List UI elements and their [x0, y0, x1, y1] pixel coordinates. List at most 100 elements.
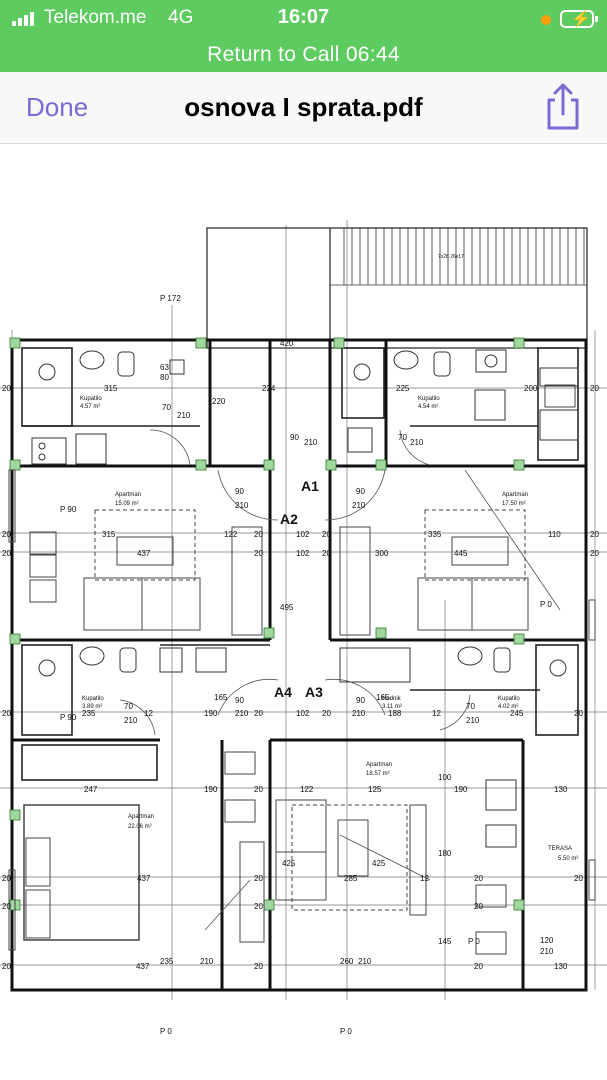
signal-icon [12, 12, 36, 26]
dimension: 210 [466, 716, 480, 725]
dimension: 495 [280, 603, 294, 612]
unit-label-a4: A4 [274, 684, 292, 700]
room-area: 18.57 m² [366, 771, 390, 777]
dimension: 90 [356, 696, 365, 705]
room-area: 22.06 m² [128, 824, 152, 830]
dimension: 315 [104, 384, 118, 393]
dimension: 20 [254, 874, 263, 883]
room-area: 4.54 m² [418, 404, 438, 410]
dimension: 210 [124, 716, 138, 725]
dimension: 130 [554, 962, 568, 971]
dimension: 245 [510, 709, 524, 718]
pdf-page-view[interactable]: A1 A2 A3 A4 Kupatilo 4.57 m² Kupatilo 4.… [0, 145, 607, 1080]
dimension: 102 [296, 530, 310, 539]
level-mark: P 0 [340, 1027, 352, 1036]
level-mark: P 90 [60, 505, 77, 514]
room-name: Hodnik [382, 696, 402, 702]
share-icon[interactable] [540, 82, 586, 132]
room-name: Apartman [128, 814, 154, 820]
room-name: TERASA [548, 846, 572, 852]
dimension: 210 [540, 947, 554, 956]
dimension: 210 [304, 438, 318, 447]
dimension: 12 [432, 709, 441, 718]
dimension: 20 [2, 902, 11, 911]
dimension: 122 [300, 785, 314, 794]
dimension: 437 [137, 549, 151, 558]
dimension: 210 [235, 501, 249, 510]
document-nav-bar: Done osnova I sprata.pdf [0, 72, 607, 144]
dimension: 300 [375, 549, 389, 558]
dimension: 70 [124, 702, 133, 711]
dimension: 190 [454, 785, 468, 794]
unit-label-a2: A2 [280, 511, 298, 527]
room-name: Apartman [115, 492, 141, 498]
dimension: 102 [296, 709, 310, 718]
room-name: Kupatilo [418, 396, 440, 402]
dimension: 165 [214, 693, 228, 702]
dimension: 90 [235, 696, 244, 705]
dimension: 235 [160, 957, 174, 966]
room-name: Kupatilo [498, 696, 520, 702]
stair-label: 7x28 26x17 [438, 254, 464, 260]
dimension: 20 [322, 530, 331, 539]
dimension: 260 [340, 957, 354, 966]
room-name: Apartman [502, 492, 528, 498]
dimension: 110 [548, 530, 561, 539]
dimension: 20 [254, 549, 263, 558]
dimension: 20 [2, 530, 11, 539]
carrier-name: Telekom.me [44, 7, 147, 28]
room-area: 4.57 m² [80, 404, 100, 410]
dimension: 20 [474, 962, 483, 971]
battery-charging-icon: ⚡ [560, 10, 598, 28]
dimension: 20 [254, 785, 263, 794]
dimension: 80 [160, 373, 169, 382]
mic-in-use-indicator [541, 15, 551, 25]
dimension: 70 [466, 702, 475, 711]
return-to-call-bar[interactable]: Telekom.me 4G 16:07 ⚡ Return to Call 06:… [0, 0, 607, 72]
room-area: 3.11 m² [382, 704, 402, 710]
room-area: 15.09 m² [115, 501, 139, 507]
dimension: 247 [84, 785, 98, 794]
dimension: 210 [235, 709, 249, 718]
dimension: 190 [204, 709, 218, 718]
status-bar: Telekom.me 4G 16:07 ⚡ [0, 4, 607, 32]
dimension: 20 [254, 962, 263, 971]
return-to-call-label[interactable]: Return to Call 06:44 [207, 43, 400, 66]
dimension: 12 [420, 874, 429, 883]
dimension: 420 [280, 339, 294, 348]
dimension: 425 [372, 859, 386, 868]
room-name: Kupatilo [82, 696, 104, 702]
document-title: osnova I sprata.pdf [184, 92, 423, 122]
dimension: 20 [2, 384, 11, 393]
dimension: 20 [322, 709, 331, 718]
dimension: 285 [344, 874, 358, 883]
dimension: 20 [254, 902, 263, 911]
dimension: 180 [438, 849, 452, 858]
dimension: 210 [410, 438, 424, 447]
dimension: 120 [540, 936, 554, 945]
network-type: 4G [168, 7, 194, 28]
dimension: 437 [136, 962, 150, 971]
dimension: 125 [368, 785, 382, 794]
level-mark: P 172 [160, 294, 181, 303]
dimension: 20 [254, 709, 263, 718]
dimension: 90 [235, 487, 244, 496]
dimension: 235 [82, 709, 96, 718]
room-name: Kupatilo [80, 396, 102, 402]
dimension: 20 [2, 874, 11, 883]
dimension: 12 [144, 709, 153, 718]
dimension: 210 [358, 957, 372, 966]
dimension: 335 [428, 530, 442, 539]
dimension: 20 [2, 549, 11, 558]
dimension: 20 [322, 549, 331, 558]
done-button[interactable]: Done [26, 92, 89, 122]
dimension: 20 [254, 530, 263, 539]
dimension: 70 [398, 433, 407, 442]
dimension: 445 [454, 549, 468, 558]
level-mark: P 0 [540, 600, 552, 609]
dimension: 315 [102, 530, 116, 539]
dimension: 200 [524, 384, 538, 393]
dimension: 20 [590, 384, 599, 393]
dimension: 210 [177, 411, 191, 420]
dimension: 220 [212, 397, 226, 406]
